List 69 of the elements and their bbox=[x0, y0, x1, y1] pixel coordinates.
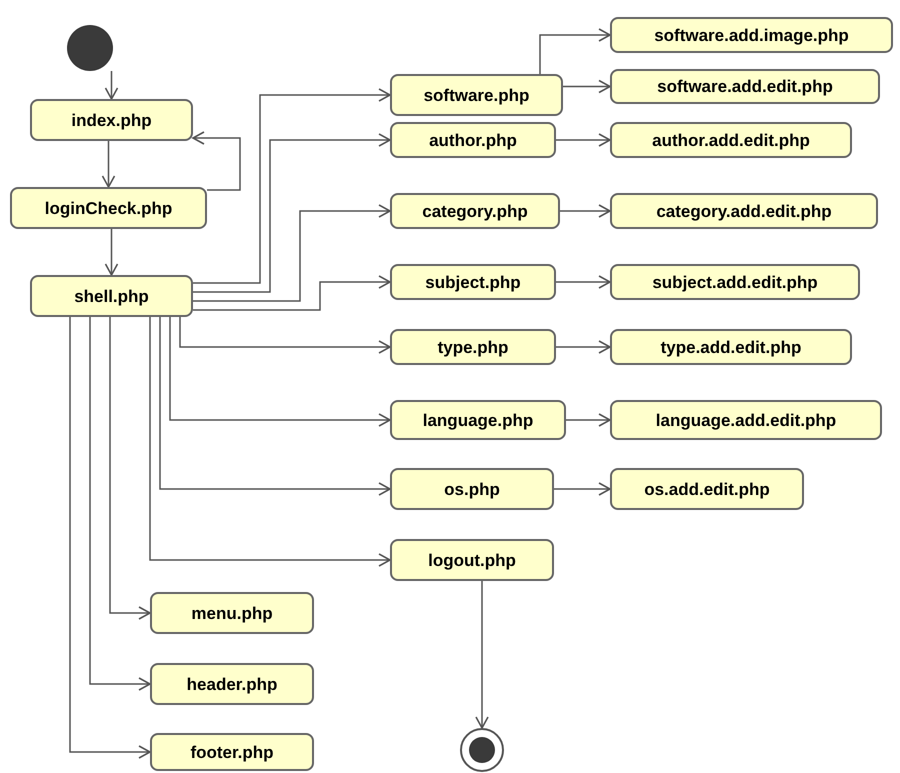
arrow bbox=[179, 317, 391, 354]
arrow bbox=[159, 317, 391, 496]
activity-box bbox=[30, 275, 193, 317]
activity-box bbox=[10, 187, 207, 229]
activity-box bbox=[610, 329, 852, 365]
activity-box bbox=[390, 400, 566, 440]
arrow bbox=[104, 229, 118, 276]
activity-box bbox=[610, 69, 880, 104]
activity-box bbox=[390, 193, 560, 229]
end-bullseye bbox=[460, 728, 504, 772]
arrow bbox=[192, 131, 241, 191]
activity-box bbox=[610, 264, 860, 300]
box-label: footer.php bbox=[190, 744, 274, 760]
arrow bbox=[193, 204, 391, 302]
arrow bbox=[475, 581, 489, 729]
activity-box bbox=[150, 592, 314, 634]
arrow bbox=[556, 275, 611, 289]
box-label: language.add.edit.php bbox=[656, 412, 836, 428]
activity-box bbox=[150, 733, 314, 771]
activity-box bbox=[390, 264, 556, 300]
activity-box bbox=[390, 122, 556, 158]
box-label: menu.php bbox=[191, 604, 273, 622]
arrow bbox=[563, 80, 611, 94]
box-label: software.php bbox=[424, 86, 530, 104]
box-label: subject.php bbox=[425, 274, 521, 290]
arrow bbox=[556, 340, 611, 354]
activity-box bbox=[390, 539, 554, 581]
activity-box bbox=[30, 99, 193, 141]
box-label: software.add.edit.php bbox=[657, 78, 833, 95]
box-label: index.php bbox=[71, 112, 152, 128]
arrow bbox=[149, 317, 391, 567]
box-label: loginCheck.php bbox=[44, 200, 172, 216]
arrow bbox=[109, 317, 151, 620]
arrow bbox=[539, 28, 611, 74]
arrow bbox=[193, 133, 391, 293]
box-label: subject.add.edit.php bbox=[652, 274, 818, 290]
box-label: header.php bbox=[186, 676, 278, 692]
activity-box bbox=[390, 468, 554, 510]
activity-box bbox=[610, 468, 804, 510]
activity-box bbox=[610, 17, 893, 53]
box-label: software.add.image.php bbox=[654, 26, 849, 44]
arrow bbox=[69, 317, 151, 759]
arrow bbox=[566, 413, 611, 427]
arrow bbox=[104, 71, 118, 100]
activity-box bbox=[390, 329, 556, 365]
box-label: shell.php bbox=[74, 288, 149, 304]
arrow bbox=[560, 204, 611, 218]
arrow bbox=[169, 317, 391, 427]
arrow bbox=[89, 317, 151, 691]
box-label: author.add.edit.php bbox=[652, 132, 810, 148]
box-label: author.php bbox=[429, 132, 517, 148]
box-label: type.php bbox=[438, 338, 508, 356]
activity-box bbox=[610, 193, 878, 229]
box-label: os.add.edit.php bbox=[644, 480, 770, 498]
arrow bbox=[102, 141, 116, 188]
box-label: category.add.edit.php bbox=[656, 202, 832, 220]
box-label: os.php bbox=[444, 480, 500, 498]
box-label: category.php bbox=[422, 202, 528, 220]
activity-box bbox=[150, 663, 314, 705]
arrow bbox=[193, 88, 391, 284]
activity-box bbox=[610, 400, 882, 440]
arrow bbox=[193, 275, 391, 311]
arrow bbox=[556, 133, 611, 147]
activity-box bbox=[390, 74, 563, 116]
box-label: type.add.edit.php bbox=[660, 338, 802, 356]
activity-box bbox=[610, 122, 852, 158]
arrow bbox=[554, 482, 611, 496]
box-label: language.php bbox=[422, 412, 534, 428]
box-label: logout.php bbox=[428, 552, 516, 568]
